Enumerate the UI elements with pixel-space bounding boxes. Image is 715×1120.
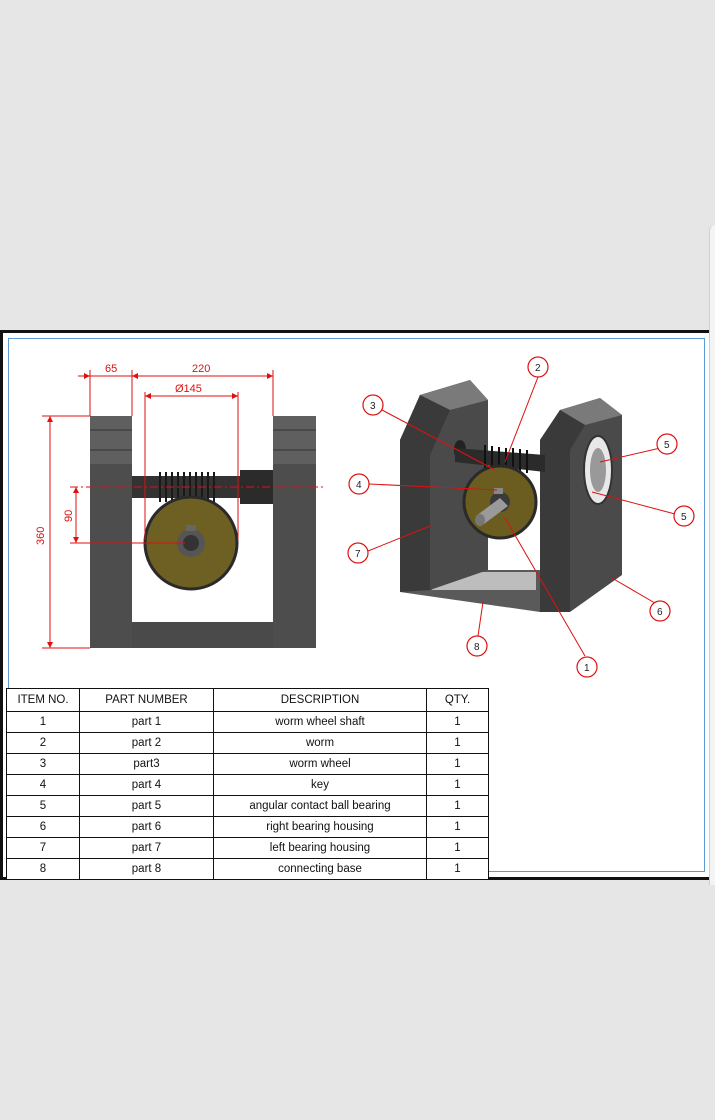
bom-cell-description: left bearing housing [213, 837, 427, 859]
balloon-3: 3 [370, 401, 376, 412]
bom-cell-part: part3 [79, 753, 214, 775]
balloon-1: 1 [584, 663, 590, 674]
front-view [70, 416, 325, 648]
bom-cell-description: worm [213, 732, 427, 754]
dimension-lines [42, 370, 274, 649]
bom-cell-description: key [213, 774, 427, 796]
bom-cell-part: part 8 [79, 858, 214, 880]
bom-row: 1 part 1 worm wheel shaft 1 [6, 711, 489, 733]
bom-cell-description: worm wheel shaft [213, 711, 427, 733]
bom-row: 5 part 5 angular contact ball bearing 1 [6, 795, 489, 817]
bom-cell-description: worm wheel [213, 753, 427, 775]
bom-row: 6 part 6 right bearing housing 1 [6, 816, 489, 838]
bill-of-materials-table: ITEM NO. PART NUMBER DESCRIPTION QTY. 1 … [6, 688, 489, 880]
bom-cell-item: 1 [6, 711, 80, 733]
bom-cell-item: 6 [6, 816, 80, 838]
balloon-8: 8 [474, 642, 480, 653]
bom-cell-qty: 1 [426, 732, 489, 754]
bom-header-part-number: PART NUMBER [79, 688, 214, 712]
bom-row: 8 part 8 connecting base 1 [6, 858, 489, 880]
bom-cell-part: part 1 [79, 711, 214, 733]
balloon-6: 6 [657, 607, 663, 618]
bom-cell-qty: 1 [426, 858, 489, 880]
bom-row: 4 part 4 key 1 [6, 774, 489, 796]
bom-cell-qty: 1 [426, 774, 489, 796]
bom-header-item-no: ITEM NO. [6, 688, 80, 712]
bom-row: 3 part3 worm wheel 1 [6, 753, 489, 775]
bom-cell-item: 7 [6, 837, 80, 859]
leader-lines [367, 376, 676, 657]
bom-cell-item: 2 [6, 732, 80, 754]
bom-row: 7 part 7 left bearing housing 1 [6, 837, 489, 859]
bom-cell-item: 4 [6, 774, 80, 796]
bom-cell-part: part 7 [79, 837, 214, 859]
dim-65: 65 [105, 363, 117, 375]
bom-cell-qty: 1 [426, 711, 489, 733]
bom-header-qty: QTY. [426, 688, 489, 712]
dim-360: 360 [35, 527, 47, 545]
balloon-5b: 5 [681, 512, 687, 523]
balloon-7: 7 [355, 549, 361, 560]
bom-header-row: ITEM NO. PART NUMBER DESCRIPTION QTY. [6, 688, 489, 712]
bom-cell-description: angular contact ball bearing [213, 795, 427, 817]
bom-cell-description: right bearing housing [213, 816, 427, 838]
adjacent-page-edge [709, 225, 715, 885]
dim-diameter-145: Ø145 [175, 383, 202, 395]
connecting-base-front [132, 622, 273, 648]
bom-cell-qty: 1 [426, 837, 489, 859]
bom-row: 2 part 2 worm 1 [6, 732, 489, 754]
bom-cell-part: part 6 [79, 816, 214, 838]
balloon-circles [347, 356, 695, 678]
balloon-2: 2 [535, 363, 541, 374]
bom-cell-item: 5 [6, 795, 80, 817]
balloon-4: 4 [356, 480, 362, 491]
bom-cell-part: part 2 [79, 732, 214, 754]
bom-cell-item: 3 [6, 753, 80, 775]
isometric-view [400, 380, 622, 612]
bom-cell-qty: 1 [426, 816, 489, 838]
bom-cell-item: 8 [6, 858, 80, 880]
bom-cell-part: part 4 [79, 774, 214, 796]
bom-header-description: DESCRIPTION [213, 688, 427, 712]
dim-90: 90 [63, 510, 75, 522]
bom-cell-part: part 5 [79, 795, 214, 817]
bom-cell-qty: 1 [426, 795, 489, 817]
balloon-5a: 5 [664, 440, 670, 451]
dim-220: 220 [192, 363, 210, 375]
bom-cell-description: connecting base [213, 858, 427, 880]
bom-cell-qty: 1 [426, 753, 489, 775]
